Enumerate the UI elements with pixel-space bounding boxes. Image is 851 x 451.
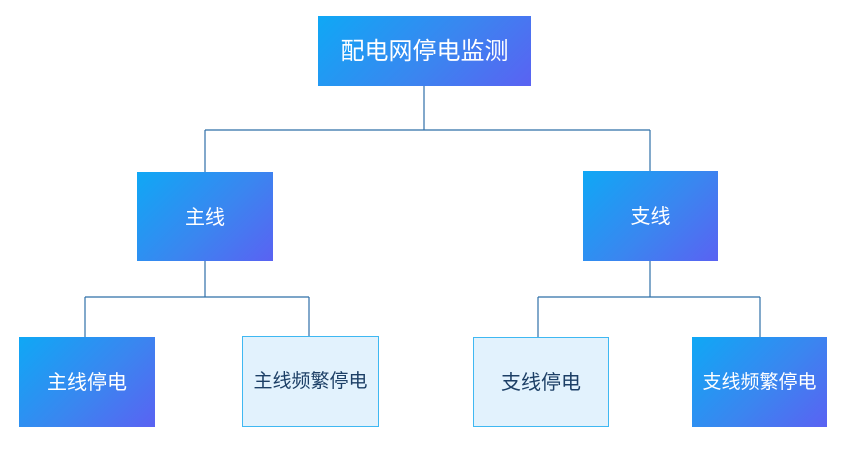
node-root: 配电网停电监测 [318, 16, 531, 86]
node-branch-line: 支线 [583, 171, 718, 261]
node-main-line: 主线 [137, 172, 273, 261]
node-main-line-frequent-outage: 主线频繁停电 [242, 336, 379, 427]
node-main-line-outage: 主线停电 [19, 337, 155, 427]
node-branch-line-frequent-outage: 支线频繁停电 [692, 337, 827, 427]
node-branch-line-outage: 支线停电 [473, 337, 609, 427]
